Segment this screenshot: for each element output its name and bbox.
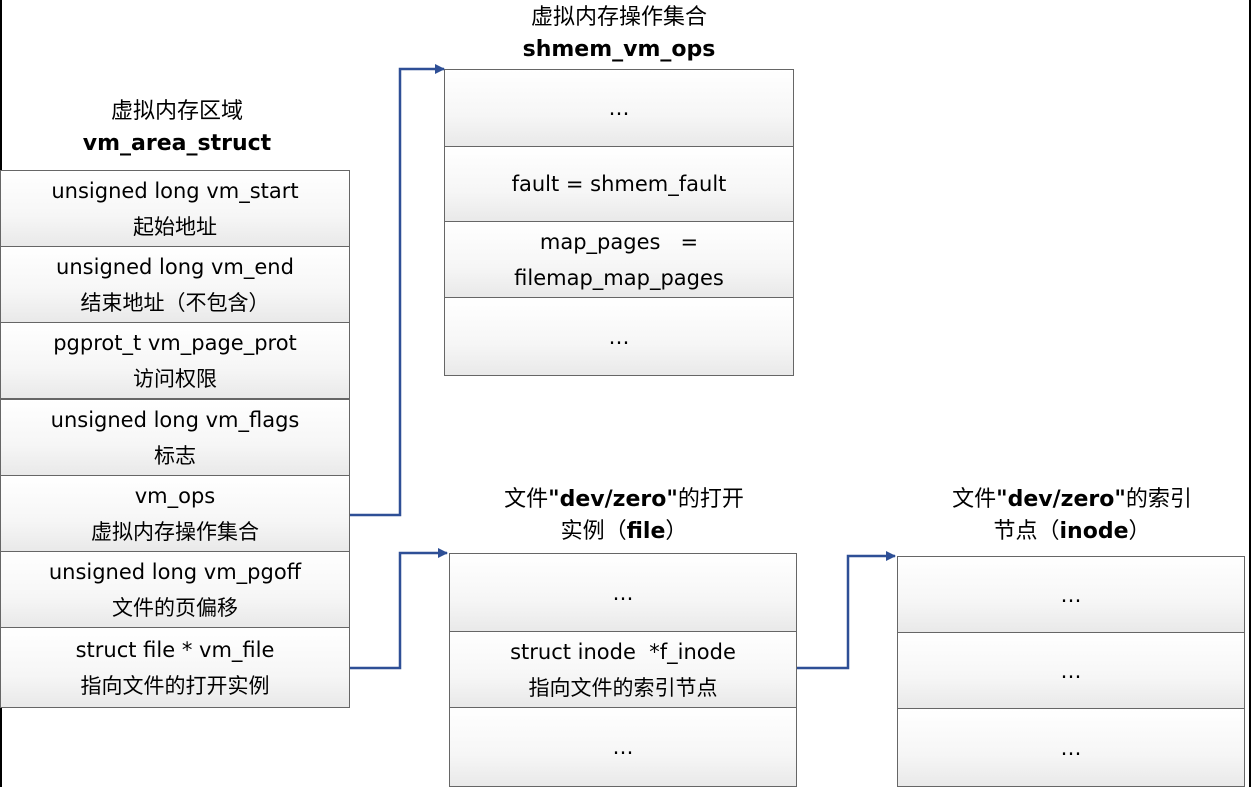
- inode-field-ellipsis-2: …: [897, 632, 1245, 709]
- inode-field-ellipsis-3: …: [897, 708, 1245, 787]
- field-code: …: [612, 580, 634, 605]
- field-code: …: [1060, 658, 1082, 683]
- file-title-line2-bold: file: [626, 519, 666, 544]
- field-code: unsigned long vm_end: [56, 254, 294, 279]
- vma-field-vm-start: unsigned long vm_start 起始地址: [0, 170, 350, 247]
- vma-field-vm-file: struct file * vm_file 指向文件的打开实例: [0, 627, 350, 708]
- field-code: fault = shmem_fault: [511, 172, 727, 196]
- field-code: …: [608, 96, 630, 120]
- ops-title: 虚拟内存操作集合 shmem_vm_ops: [444, 2, 794, 66]
- file-field-f-inode: struct inode *f_inode 指向文件的索引节点: [449, 631, 797, 708]
- field-desc: 指向文件的打开实例: [80, 673, 270, 698]
- file-title-line2-suffix: ）: [665, 519, 688, 544]
- vma-title-struct: vm_area_struct: [82, 131, 272, 156]
- vma-title-cn: 虚拟内存区域: [110, 99, 243, 124]
- vma-field-vm-end: unsigned long vm_end 结束地址（不包含）: [0, 246, 350, 323]
- file-title: 文件"dev/zero"的打开 实例（file）: [444, 484, 804, 548]
- field-code: unsigned long vm_start: [51, 178, 299, 203]
- field-code: …: [612, 735, 634, 759]
- file-field-ellipsis-bottom: …: [449, 707, 797, 787]
- vma-field-vm-ops: vm_ops 虚拟内存操作集合: [0, 475, 350, 552]
- field-code: map_pages =: [539, 229, 699, 254]
- field-desc: 虚拟内存操作集合: [91, 519, 259, 544]
- field-code: …: [608, 324, 630, 349]
- arrow-f-inode-to-inode: [797, 551, 896, 670]
- field-code: …: [1060, 582, 1082, 607]
- vma-field-vm-page-prot: pgprot_t vm_page_prot 访问权限: [0, 322, 350, 399]
- inode-title-line2-bold: inode: [1059, 519, 1129, 544]
- field-code: vm_ops: [134, 483, 216, 508]
- arrow-vm-ops-to-shmem-vm-ops: [350, 64, 445, 517]
- ops-field-ellipsis-bottom: …: [444, 297, 794, 376]
- ops-struct: … fault = shmem_fault map_pages = filema…: [444, 69, 794, 376]
- inode-title-suffix: 的索引: [1125, 487, 1192, 512]
- file-title-line2-prefix: 实例（: [560, 519, 627, 544]
- field-code-cont: filemap_map_pages: [514, 265, 724, 290]
- field-desc: 结束地址（不包含）: [80, 290, 270, 315]
- file-struct: … struct inode *f_inode 指向文件的索引节点 …: [449, 553, 797, 787]
- inode-field-ellipsis-1: …: [897, 556, 1245, 633]
- ops-title-cn: 虚拟内存操作集合: [530, 5, 707, 30]
- vma-struct: unsigned long vm_start 起始地址 unsigned lon…: [0, 170, 350, 708]
- field-code: unsigned long vm_pgoff: [48, 559, 302, 584]
- file-title-suffix: 的打开: [677, 487, 744, 512]
- inode-title-bold: "dev/zero": [996, 487, 1126, 512]
- arrow-vm-file-to-file: [350, 548, 448, 670]
- ops-title-struct: shmem_vm_ops: [522, 37, 716, 62]
- field-code: unsigned long vm_flags: [50, 407, 300, 432]
- field-code: pgprot_t vm_page_prot: [53, 330, 297, 355]
- vma-title: 虚拟内存区域 vm_area_struct: [0, 96, 354, 160]
- field-desc: 文件的页偏移: [112, 595, 238, 620]
- field-code: …: [1060, 735, 1082, 760]
- inode-title-prefix: 文件: [952, 487, 997, 512]
- ops-field-map-pages: map_pages = filemap_map_pages: [444, 221, 794, 298]
- field-desc: 访问权限: [133, 366, 217, 391]
- file-title-prefix: 文件: [504, 487, 549, 512]
- vma-field-vm-flags: unsigned long vm_flags 标志: [0, 399, 350, 476]
- field-code: struct inode *f_inode: [510, 639, 736, 664]
- inode-title: 文件"dev/zero"的索引 节点（inode）: [898, 484, 1246, 548]
- vma-field-vm-pgoff: unsigned long vm_pgoff 文件的页偏移: [0, 551, 350, 628]
- inode-title-line2-suffix: ）: [1128, 519, 1151, 544]
- field-desc: 指向文件的索引节点: [528, 675, 718, 700]
- inode-struct: … … …: [897, 556, 1245, 787]
- field-desc: 起始地址: [133, 214, 217, 239]
- file-field-ellipsis-top: …: [449, 553, 797, 632]
- inode-title-line2-prefix: 节点（: [993, 519, 1060, 544]
- field-desc: 标志: [154, 443, 196, 468]
- file-title-bold: "dev/zero": [548, 487, 678, 512]
- field-code: struct file * vm_file: [75, 637, 275, 662]
